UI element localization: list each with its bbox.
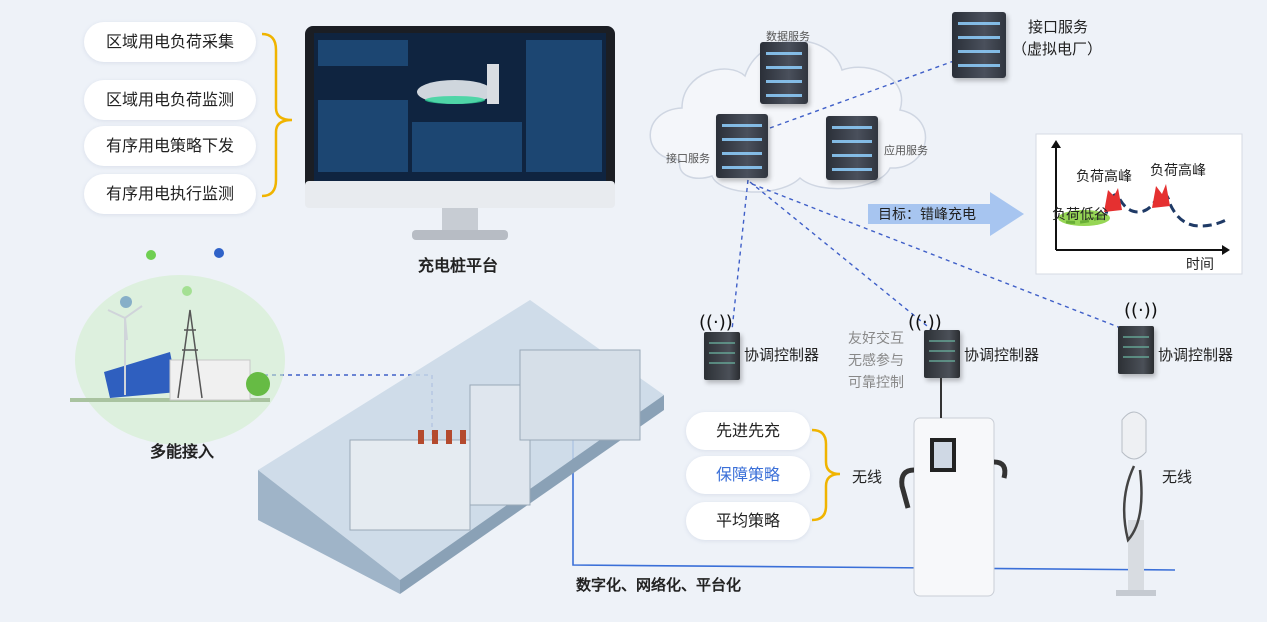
feature-friendly-interaction: 友好交互 — [848, 331, 904, 347]
screen-charger — [487, 64, 499, 104]
feature-pill-load-collect: 区域用电负荷采集 — [84, 22, 256, 62]
feature-seamless-participation: 无感参与 — [848, 353, 904, 369]
wifi-icon: ((·)) — [1124, 300, 1158, 321]
strategy-average: 平均策略 — [686, 502, 810, 540]
substation-front — [258, 470, 400, 594]
vpp-interface-server — [952, 12, 1006, 78]
controller-label-3: 协调控制器 — [1158, 346, 1234, 364]
interface-service-label: 接口服务 — [666, 152, 710, 165]
link-ctrl-1 — [731, 179, 749, 331]
power-bus-line — [572, 415, 1176, 571]
load-peak-label-2: 负荷高峰 — [1150, 163, 1206, 179]
bg-dot — [214, 248, 224, 258]
monitor-neck — [442, 208, 478, 230]
controller-label-1: 协调控制器 — [744, 346, 820, 364]
monitor-chin — [305, 181, 615, 208]
charging-gun-right — [993, 459, 1008, 479]
pylon — [177, 309, 203, 399]
load-peak-mark-2 — [1152, 184, 1170, 208]
strategy-first-come: 先进先充 — [686, 412, 810, 450]
vpp-service-title: 接口服务 — [1028, 18, 1089, 36]
link-ctrl-3 — [751, 183, 1127, 331]
goal-arrow — [868, 192, 1024, 236]
vpp-service-subtitle: （虚拟电厂） — [1012, 40, 1103, 58]
app-service-label: 应用服务 — [884, 144, 928, 157]
load-peak-mark-1 — [1104, 188, 1122, 212]
substation-cabinet — [349, 439, 471, 531]
strategy-brace — [811, 428, 841, 522]
link-ctrl-2 — [749, 181, 933, 331]
feature-pill-strategy-issue: 有序用电策略下发 — [84, 126, 256, 166]
monitor-base — [412, 230, 508, 240]
controller-device-2 — [924, 330, 960, 378]
controller-device-1 — [704, 332, 740, 380]
energy-building — [169, 359, 251, 401]
solar-panels — [104, 352, 178, 398]
bg-dot — [146, 250, 156, 260]
wifi-icon: ((·)) — [699, 312, 733, 333]
load-x-axis-label: 时间 — [1186, 257, 1214, 273]
data-service-label: 数据服务 — [766, 30, 810, 43]
screen-widgets — [318, 40, 602, 172]
wireless-label-1: 无线 — [852, 468, 883, 486]
wifi-icon: ((·)) — [908, 312, 942, 333]
feature-pill-exec-monitor: 有序用电执行监测 — [84, 174, 256, 214]
wireless-label-2: 无线 — [1162, 468, 1193, 486]
interface-service-server — [716, 114, 768, 178]
ac-charger-pole — [1128, 520, 1144, 596]
load-valley-label: 负荷低谷 — [1052, 207, 1108, 223]
load-valley-mark — [1058, 210, 1110, 226]
data-service-server — [760, 42, 808, 104]
multi-energy-label: 多能接入 — [150, 442, 215, 461]
link-vpp — [769, 57, 963, 129]
controller-device-3 — [1118, 326, 1154, 374]
ac-charger-head — [1121, 411, 1147, 460]
controller-label-2: 协调控制器 — [964, 346, 1040, 364]
controller-2-stem — [940, 378, 942, 418]
load-peak-label-1: 负荷高峰 — [1076, 169, 1132, 185]
platform-label: 充电桩平台 — [418, 256, 499, 275]
strategy-guarantee: 保障策略 — [686, 456, 810, 494]
feature-reliable-control: 可靠控制 — [848, 375, 904, 391]
bottom-caption: 数字化、网络化、平台化 — [576, 576, 742, 594]
feature-pill-load-monitor: 区域用电负荷监测 — [84, 80, 256, 120]
goal-label: 目标：错峰充电 — [878, 207, 976, 223]
app-service-server — [826, 116, 878, 180]
left-brace — [261, 32, 293, 198]
charging-gun-left — [899, 467, 915, 509]
